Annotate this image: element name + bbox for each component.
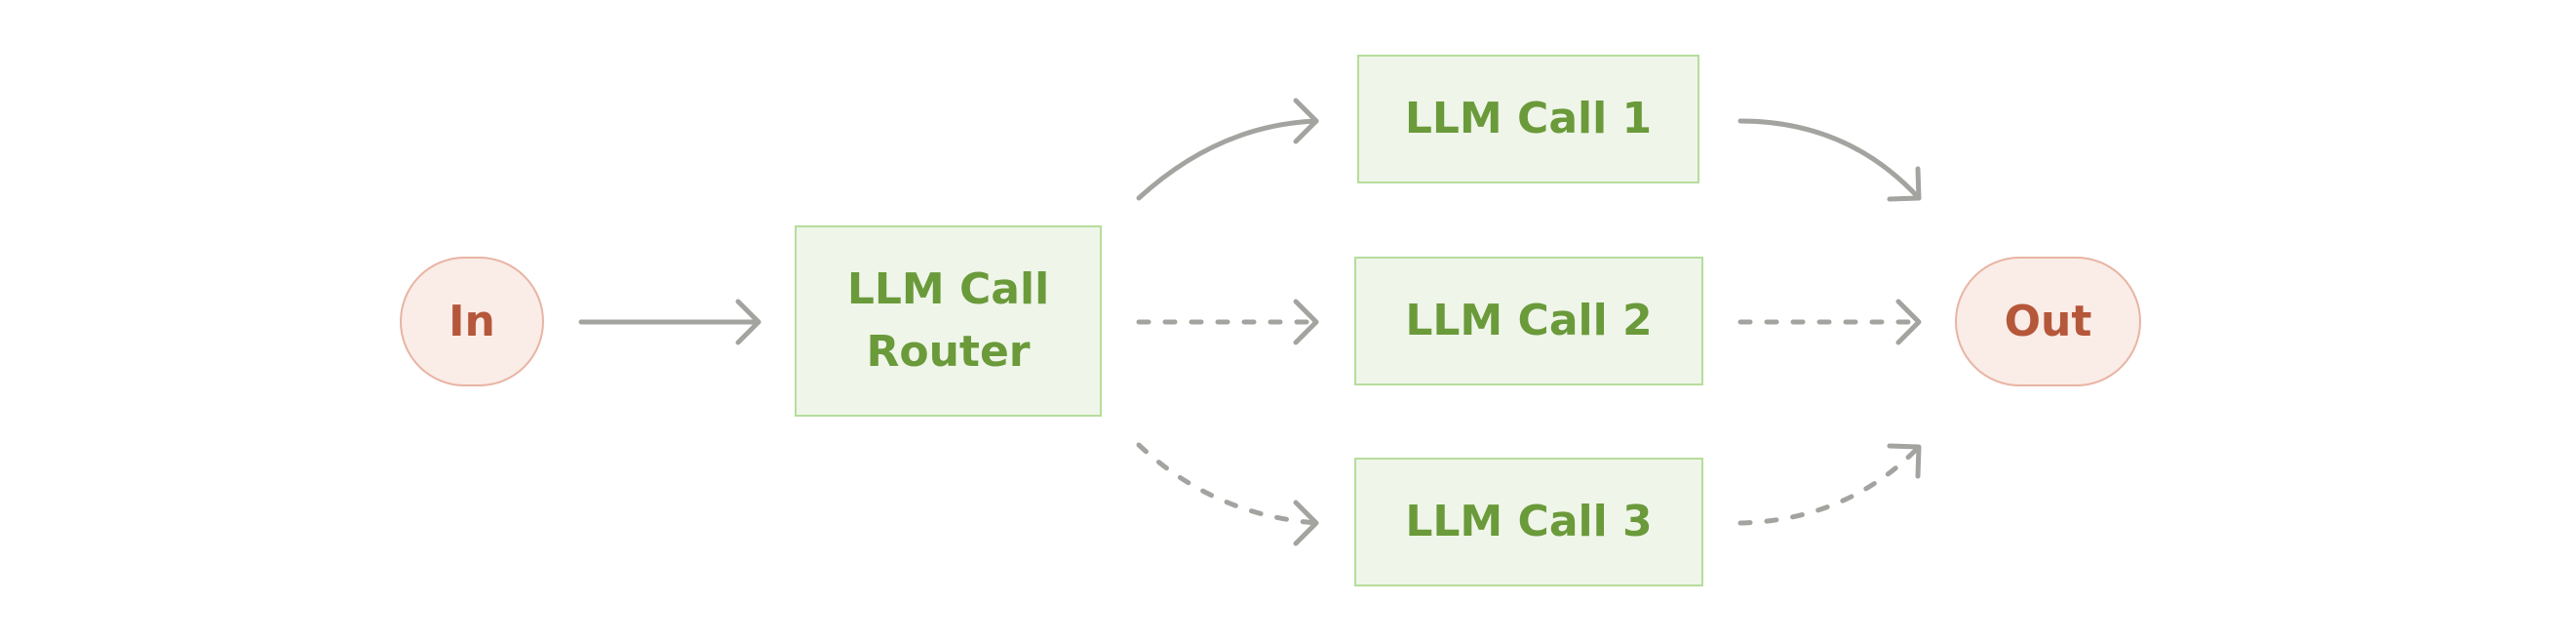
output-node: Out <box>1955 257 2141 386</box>
edge-router-to-call-3 <box>1136 442 1319 546</box>
llm-call-1-node: LLM Call 1 <box>1357 55 1699 183</box>
input-node: In <box>400 257 544 386</box>
edge-in-to-router <box>578 299 761 345</box>
router-node-label-line-1: LLM Call <box>846 264 1050 315</box>
input-node-label: In <box>449 297 495 346</box>
edge-call-2-to-out <box>1737 299 1922 345</box>
edge-router-to-call-1 <box>1136 98 1319 201</box>
llm-call-1-label: LLM Call 1 <box>1404 94 1653 144</box>
router-node-label-line-2: Router <box>866 327 1031 377</box>
llm-call-3-label: LLM Call 3 <box>1405 497 1653 547</box>
llm-call-2-label: LLM Call 2 <box>1405 296 1653 346</box>
llm-call-3-node: LLM Call 3 <box>1354 458 1703 586</box>
llm-call-2-node: LLM Call 2 <box>1354 257 1703 385</box>
edge-call-1-to-out <box>1737 118 1922 202</box>
router-node: LLM Call Router <box>795 225 1102 417</box>
edge-router-to-call-2 <box>1136 299 1319 345</box>
output-node-label: Out <box>2004 297 2092 346</box>
edge-call-3-to-out <box>1737 443 1922 526</box>
